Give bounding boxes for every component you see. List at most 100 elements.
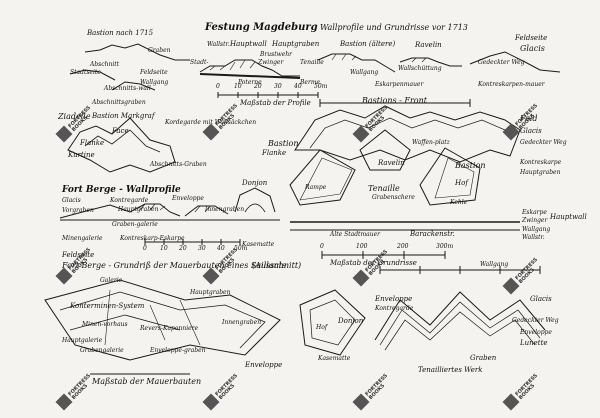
scale-top-40: 40 — [294, 83, 302, 90]
label-berge-minengalerie: Minengalerie — [62, 235, 103, 242]
profile-bastion-aelter — [317, 53, 396, 73]
label-hauptgalerie: Hauptgalerie — [62, 337, 103, 344]
label-abschnitts-graben: Abschnitts-Graben — [150, 161, 207, 168]
donjon-plan — [299, 289, 366, 356]
label-brustwehr: Brustwehr — [260, 51, 293, 58]
label-gedeckter-weg: Gedeckter Weg — [478, 59, 525, 66]
label-berge-kasematte: Kasematte — [242, 241, 275, 248]
label-glacis-center: Glacis — [520, 127, 542, 135]
label-hauptwall-center: Hauptwall — [550, 213, 587, 221]
label-ravelin: Ravelin — [415, 41, 442, 49]
label-feld: Feld — [520, 114, 538, 123]
label-berge-vorgraben: Vorgraben — [62, 207, 94, 214]
berge-scale-50m: 50m — [234, 245, 248, 252]
page-subtitle: Wallprofile und Grundrisse vor 1713 — [320, 23, 468, 32]
label-berge-innengraben: Innengraben — [205, 206, 245, 213]
label-right-gedeckter-weg: Gedeckter Weg — [512, 317, 559, 324]
mauer-plan-outline — [44, 279, 281, 361]
profile-hauptwall-fill — [199, 73, 301, 79]
center-bastion-front — [294, 105, 521, 163]
label-wallstr-center: Wallstr. — [522, 234, 545, 241]
label-mauer-title: Fort Berge - Grundriß der Mauerbauten ei… — [62, 261, 287, 270]
scale-mid-0: 0 — [320, 243, 324, 250]
profile-hatch — [209, 53, 427, 71]
label-wallgang-top: Wallgang — [350, 69, 379, 76]
berge-scale-0: 0 — [143, 245, 147, 252]
label-flanke-center: Flanke — [262, 149, 287, 157]
center-bastion-right — [419, 147, 481, 206]
label-feldseite: Feldseite — [515, 34, 548, 42]
label-gedeckter-weg-center: Gedeckter Weg — [520, 139, 567, 146]
label-massstab-mauerbauten: Maßstab der Mauerbauten — [92, 377, 202, 386]
label-kontreskarpe: Kontreskarpe — [520, 159, 562, 166]
label-zwinger-center: Zwinger — [522, 217, 548, 224]
label-massstab-grundrisse: Maßstab der Grundrisse — [330, 259, 417, 267]
label-berge-glacis: Glacis — [62, 197, 81, 204]
label-wallschuettung: Wallschüttung — [398, 65, 442, 72]
profile-ravelin — [399, 57, 462, 67]
label-kontreskarpenmauer: Kontreskarpen-mauer — [478, 81, 545, 88]
label-hof: Hof — [455, 179, 468, 187]
scale-mid-300m: 300m — [436, 243, 454, 250]
label-massstab-profile: Maßstab der Profile — [240, 99, 311, 107]
scale-top-0: 0 — [216, 83, 220, 90]
label-rampe: Rampe — [305, 184, 327, 191]
label-stadtseite: Stadtseite — [70, 69, 101, 76]
label-hauptgraben: Hauptgraben — [272, 40, 320, 48]
label-revers-kaponniere: Revers-Kaponniere — [140, 325, 199, 332]
label-grabenschere: Grabenschere — [372, 194, 415, 201]
label-mauer-innengraben: Innengraben — [222, 319, 262, 326]
label-right-kontregarde: Kontregarde — [375, 305, 414, 312]
page-title: Festung Magdeburg — [205, 22, 318, 33]
label-tenaille-center: Tenaille — [368, 184, 400, 193]
label-tenaille: Tenaille — [300, 59, 324, 66]
label-bastion-right: Bastion — [455, 161, 486, 170]
berge-profile-enveloppe — [184, 205, 229, 217]
label-mauer-hof: Hof — [316, 324, 328, 331]
label-feldseite-2: Feldseite — [140, 69, 168, 76]
label-stadt: Stadt- — [190, 59, 209, 66]
berge-scale-40: 40 — [217, 245, 225, 252]
label-mauer-hauptgraben: Hauptgraben — [190, 289, 231, 296]
label-right-tenaillierte-werk: Tenailliertes Werk — [418, 366, 483, 374]
label-kurtine: Kurtine — [68, 151, 95, 159]
label-hauptgraben-center: Hauptgraben — [520, 169, 561, 176]
label-alte-stadtmauer: Alte Stadtmauer — [330, 231, 381, 238]
scale-mid-200: 200 — [397, 243, 409, 250]
label-bastion: Bastion — [268, 139, 299, 148]
label-mauer-feldseite: Feldseite — [62, 251, 95, 259]
profile-bastion-1715 — [84, 43, 190, 61]
profile-bastion-small — [111, 81, 156, 91]
label-bastion-1715: Bastion nach 1715 — [87, 29, 154, 37]
label-wallgang: Wallgang — [140, 79, 169, 86]
label-zwinger: Zwinger — [258, 59, 284, 66]
label-konterminen-system: Konterminen-System — [70, 302, 145, 310]
berge-profile-glacis — [59, 204, 131, 219]
label-berge-hauptgraben: Hauptgraben — [118, 206, 159, 213]
label-mauer-donjon: Donjon — [338, 317, 364, 325]
berge-scale-20: 20 — [179, 245, 187, 252]
label-berge-donjon: Donjon — [242, 179, 268, 187]
label-flanke: Flanke — [80, 139, 105, 147]
label-minen-vorhaus: Minen-vorhaus — [82, 321, 128, 328]
berge-scale-30: 30 — [198, 245, 206, 252]
label-right-enveloppe: Enveloppe — [375, 295, 413, 303]
label-graben: Graben — [148, 47, 171, 54]
label-right-glacis: Glacis — [530, 295, 552, 303]
label-kordegarde: Kordegarde mit Wallsäckchen — [165, 119, 257, 126]
label-bastion-aelter: Bastion (ältere) — [340, 40, 396, 48]
berge-profile-kontregarde — [129, 203, 181, 217]
center-bastion-left — [289, 149, 356, 206]
label-mauer-ausschnitt: (Ausschnitt) — [252, 261, 302, 270]
label-waffenplatz: Waffen-platz — [412, 139, 450, 146]
label-right-wallgang: Wallgang — [480, 261, 509, 268]
berge-hatch — [139, 203, 211, 213]
label-kehle: Kehle — [450, 199, 468, 206]
label-glacis: Glacis — [520, 44, 545, 53]
